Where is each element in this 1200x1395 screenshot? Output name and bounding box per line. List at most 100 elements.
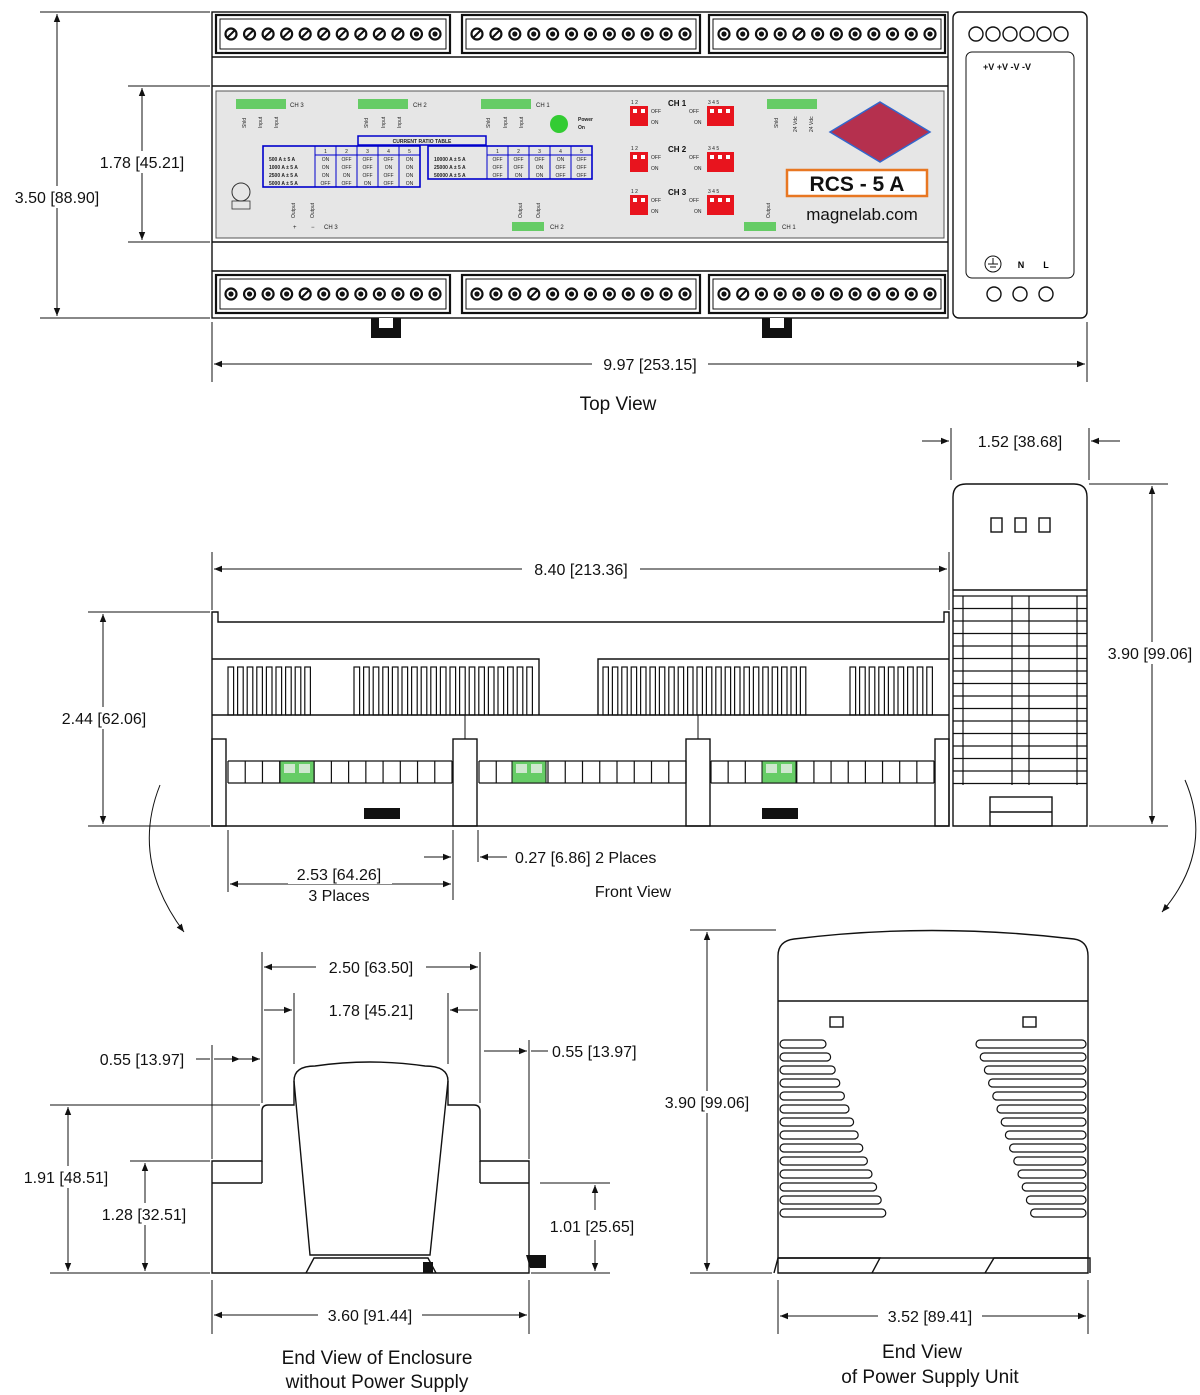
caption-top-view: Top View [580,394,657,415]
output-label-ch3a: Output [291,202,297,218]
ratio-row-label: 25000 A ± 5 A [434,165,466,171]
dip-off: OFF [651,198,661,204]
dim-module-pitch: 2.53 [64.26] [297,867,382,884]
output-minus: − [311,225,315,231]
output-label-ch1: Output [766,202,772,218]
ratio-switch-value: ON [406,157,414,163]
dim-end-inner-width: 1.78 [45.21] [329,1003,414,1020]
ratio-switch-value: OFF [363,165,373,171]
ratio-col-header: 1 [324,149,327,155]
front-vent-fins [227,666,933,716]
end-view-psu: 3.90 [99.06] 3.52 [89.41] End View of Po… [655,929,1091,1388]
ratio-switch-value: OFF [556,165,566,171]
ratio-row-label: 2500 A ± 5 A [269,173,298,179]
ground-icon [984,255,1002,273]
dim-end-right-step: 0.55 [13.97] [552,1044,637,1061]
caption-end-view-enclosure-1: End View of Enclosure [282,1348,473,1369]
dip-numbers-b: 3 4 5 [708,146,719,152]
front-terminal-rows [227,760,935,784]
ratio-switch-value: ON [406,181,414,187]
bottom-terminal-strips [214,273,947,315]
ratio-switch-value: ON [406,165,414,171]
ratio-switch-value: ON [364,181,372,187]
website: magnelab.com [806,205,918,224]
dim-top-height: 3.50 [88.90] [15,190,100,207]
dim-end-width: 3.60 [91.44] [328,1308,413,1325]
model-name: RCS - 5 A [810,173,905,196]
input-label-ch3a: Input [258,116,264,128]
ratio-switch-value: ON [536,173,544,179]
dim-psu-width: 1.52 [38.68] [978,434,1063,451]
input-label-ch2a: Input [381,116,387,128]
ratio-switch-value: OFF [493,173,503,179]
dip-ch2-label: CH 2 [668,145,687,154]
ratio-col-header: 4 [559,149,562,155]
dim-end-left-step: 0.55 [13.97] [100,1052,185,1069]
ratio-switch-value: OFF [514,165,524,171]
ratio-row-label: 10000 A ± 5 A [434,157,466,163]
dip-on: ON [694,120,702,126]
psu-terminals-top [968,26,1069,42]
dip-off: OFF [689,155,699,161]
dip-on: ON [651,120,659,126]
magnelab-logo-icon [828,101,932,163]
caption-end-view-psu-2: of Power Supply Unit [841,1367,1019,1388]
ratio-switch-value: OFF [493,157,503,163]
ratio-switch-value: OFF [363,173,373,179]
dim-end-step-height: 1.28 [32.51] [102,1207,187,1224]
vdc-label-b: 24 Vdc [809,116,815,132]
output-label-ch2b: Output [536,202,542,218]
ratio-switch-value: ON [536,165,544,171]
ratio-switch-value: OFF [363,157,373,163]
dip-off: OFF [689,198,699,204]
shld-label-ch1: Shld [486,118,492,128]
dip-numbers-a: 1 2 [631,100,638,106]
ratio-switch-value: OFF [577,173,587,179]
psu-l-label: L [1043,260,1049,270]
ratio-switch-value: OFF [384,157,394,163]
current-ratio-table-title: CURRENT RATIO TABLE [393,139,452,145]
ratio-row-label: 1000 A ± 5 A [269,165,298,171]
shld-label-psu: Shld [774,118,780,128]
psu-n-label: N [1018,260,1025,270]
input-label-ch3b: Input [274,116,280,128]
shld-label-ch2: Shld [364,118,370,128]
ch1-label-bottom: CH 1 [782,225,796,231]
ratio-col-header: 3 [538,149,541,155]
ch2-label-top: CH 2 [413,103,427,109]
ratio-col-header: 1 [496,149,499,155]
ratio-switch-value: OFF [321,181,331,187]
dip-on: ON [651,166,659,172]
ratio-switch-value: OFF [514,157,524,163]
dip-off: OFF [651,155,661,161]
model-box [785,168,929,198]
power-label: Power [578,117,593,123]
ratio-col-header: 5 [580,149,583,155]
front-view: 1.52 [38.68] 8.40 [213.36] [52,428,1200,933]
ratio-switch-value: ON [406,173,414,179]
dim-front-height: 2.44 [62.06] [62,711,147,728]
top-view: CH 3 CH 2 CH 1 CH 2 CH 1 CH 3 + − Shld I… [6,11,1088,415]
dip-ch1-label: CH 1 [668,99,687,108]
ratio-col-header: 2 [345,149,348,155]
dim-front-width: 8.40 [213.36] [534,562,627,579]
ratio-switch-value: ON [322,173,330,179]
dip-numbers-b: 3 4 5 [708,189,719,195]
input-label-ch1a: Input [503,116,509,128]
dip-numbers-a: 1 2 [631,189,638,195]
psu-terminal-labels: +V +V -V -V [983,62,1031,72]
ratio-switch-value: OFF [535,157,545,163]
power-led-icon [550,115,568,133]
ch1-label-top: CH 1 [536,103,550,109]
ratio-col-header: 3 [366,149,369,155]
right-curved-arrow [1161,779,1197,913]
caption-end-view-psu-1: End View [882,1342,962,1363]
ratio-switch-value: ON [343,173,351,179]
left-curved-arrow [148,784,185,933]
dim-gap: 0.27 [6.86] 2 Places [515,850,656,867]
output-plus: + [293,225,297,231]
label-panel [215,90,945,239]
ratio-switch-value: ON [515,173,523,179]
